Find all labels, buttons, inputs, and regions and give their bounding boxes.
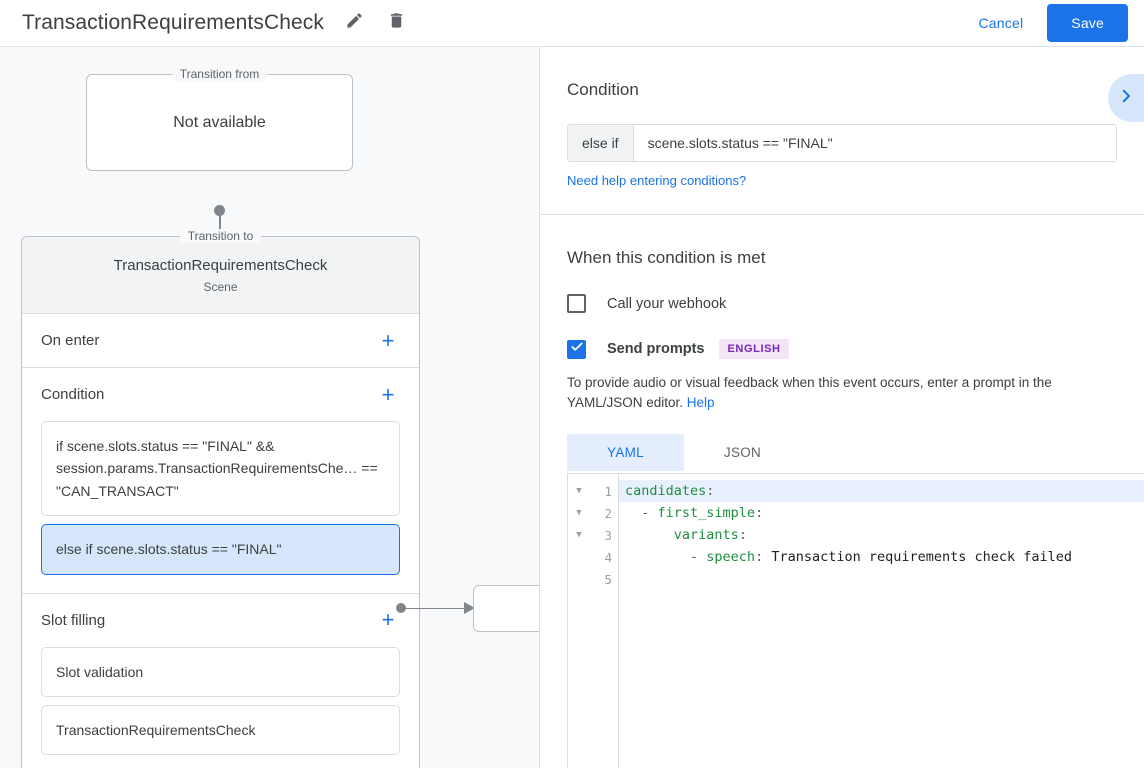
condition-help-link[interactable]: Need help entering conditions? xyxy=(567,173,747,188)
yaml-editor[interactable]: ▼1▼2▼3▼4▼5 candidates: - first_simple: v… xyxy=(567,473,1144,768)
delete-button[interactable] xyxy=(380,7,412,39)
flow-canvas[interactable]: Transition from Not available Transition… xyxy=(0,47,540,768)
editor-code-area[interactable]: candidates: - first_simple: variants: - … xyxy=(619,474,1144,768)
editor-code-line[interactable]: - speech: Transaction requirements check… xyxy=(619,546,1144,568)
editor-gutter-line: ▼2 xyxy=(568,502,618,524)
code-token xyxy=(625,527,674,543)
transition-to-node[interactable]: Transition to TransactionRequirementsChe… xyxy=(21,229,420,768)
line-number: 1 xyxy=(604,483,612,499)
code-token: speech xyxy=(706,549,756,565)
transition-from-legend: Transition from xyxy=(171,67,268,81)
section-header-slot-filling: Slot filling + xyxy=(41,594,400,647)
call-webhook-checkbox[interactable] xyxy=(567,294,586,313)
condition-expression-input[interactable] xyxy=(633,125,1116,161)
when-condition-met-block: When this condition is met Call your web… xyxy=(540,215,1144,471)
slot-filling-item[interactable]: TransactionRequirementsCheck xyxy=(41,704,400,756)
editor-code-line[interactable]: candidates: xyxy=(619,480,1144,502)
condition-block: Condition else if Need help entering con… xyxy=(540,47,1144,190)
page-title: TransactionRequirementsCheck xyxy=(22,11,324,34)
code-token: candidates xyxy=(625,483,707,499)
add-on-enter-button[interactable]: + xyxy=(381,327,395,353)
code-token: - xyxy=(625,549,707,565)
editor-gutter-line: ▼4 xyxy=(568,546,618,568)
editor-gutter-line: ▼3 xyxy=(568,524,618,546)
code-token: first_simple xyxy=(657,505,756,521)
section-title-condition: Condition xyxy=(41,386,105,403)
editor-format-tabs: YAML JSON xyxy=(567,433,1117,471)
section-divider xyxy=(540,214,1144,215)
line-number: 4 xyxy=(604,549,612,565)
add-condition-button[interactable]: + xyxy=(381,381,395,407)
condition-input-row[interactable]: else if xyxy=(567,124,1117,162)
language-badge: ENGLISH xyxy=(719,339,789,359)
editor-code-line[interactable]: - first_simple: xyxy=(619,502,1144,524)
editor-gutter-line: ▼5 xyxy=(568,568,618,590)
condition-item-selected[interactable]: else if scene.slots.status == "FINAL" xyxy=(41,524,400,575)
connector-line-horizontal xyxy=(404,607,468,609)
code-token: - xyxy=(625,505,658,521)
send-prompts-checkbox[interactable] xyxy=(567,339,586,359)
prompts-hint-text: To provide audio or visual feedback when… xyxy=(567,375,1052,411)
cancel-button[interactable]: Cancel xyxy=(965,7,1038,39)
app-header: TransactionRequirementsCheck Cancel Save xyxy=(0,0,1144,47)
condition-heading: Condition xyxy=(567,80,639,99)
expand-pane-button[interactable] xyxy=(1108,74,1144,122)
code-token: : xyxy=(755,549,772,565)
editor-code-line[interactable] xyxy=(619,568,1144,590)
editor-gutter: ▼1▼2▼3▼4▼5 xyxy=(568,474,619,768)
tab-yaml[interactable]: YAML xyxy=(567,433,684,471)
check-icon xyxy=(570,340,584,359)
slot-filling-item[interactable]: Slot validation xyxy=(41,646,400,697)
call-webhook-label: Call your webhook xyxy=(607,295,727,312)
fold-triangle-icon[interactable]: ▼ xyxy=(576,530,582,540)
prompts-help-link[interactable]: Help xyxy=(686,395,715,411)
section-header-on-enter: On enter + xyxy=(41,314,400,367)
section-title-slot-filling: Slot filling xyxy=(41,611,106,629)
editor-code-line[interactable]: variants: xyxy=(619,524,1144,546)
connector-dot-condition xyxy=(396,603,406,613)
prompts-hint: To provide audio or visual feedback when… xyxy=(567,373,1117,414)
trash-icon xyxy=(387,11,406,35)
next-node-partial[interactable] xyxy=(473,585,540,632)
send-prompts-label: Send prompts xyxy=(607,341,705,357)
fold-triangle-icon[interactable]: ▼ xyxy=(576,508,582,518)
section-condition: Condition + if scene.slots.status == "FI… xyxy=(22,368,419,594)
section-title-on-enter: On enter xyxy=(41,332,100,349)
edit-name-button[interactable] xyxy=(338,7,370,39)
transition-from-node[interactable]: Transition from Not available xyxy=(86,67,353,171)
section-slot-filling: Slot filling + Slot validation Transacti… xyxy=(22,594,419,768)
line-number: 2 xyxy=(604,505,612,521)
code-token: : xyxy=(738,527,747,543)
section-on-enter: On enter + xyxy=(22,314,419,368)
pencil-icon xyxy=(345,11,364,35)
code-token: : xyxy=(755,505,764,521)
add-slot-filling-button[interactable]: + xyxy=(381,607,395,633)
chevron-right-icon xyxy=(1117,87,1135,110)
condition-prefix-label: else if xyxy=(568,125,634,161)
editor-gutter-line: ▼1 xyxy=(568,480,618,502)
transition-from-value: Not available xyxy=(173,113,266,131)
scene-type: Scene xyxy=(203,279,238,294)
code-token: variants xyxy=(673,527,739,543)
scene-card-header: TransactionRequirementsCheck Scene xyxy=(22,237,419,314)
panel-divider xyxy=(539,47,540,768)
tab-json[interactable]: JSON xyxy=(723,444,762,460)
line-number: 3 xyxy=(604,527,612,543)
save-button[interactable]: Save xyxy=(1047,4,1128,42)
code-token: : xyxy=(706,483,715,499)
fold-triangle-icon[interactable]: ▼ xyxy=(576,486,582,496)
send-prompts-row[interactable]: Send prompts ENGLISH xyxy=(567,339,1117,359)
when-condition-met-heading: When this condition is met xyxy=(567,248,766,267)
webhook-row[interactable]: Call your webhook xyxy=(567,294,1117,313)
connector-dot-from xyxy=(214,205,225,216)
connector-arrow-right xyxy=(464,602,475,614)
section-header-condition: Condition + xyxy=(41,368,400,421)
code-token: Transaction requirements check failed xyxy=(771,549,1073,565)
scene-name: TransactionRequirementsCheck xyxy=(113,256,328,274)
condition-item[interactable]: if scene.slots.status == "FINAL" && sess… xyxy=(41,421,400,517)
transition-to-legend: Transition to xyxy=(179,229,262,243)
line-number: 5 xyxy=(604,571,612,587)
